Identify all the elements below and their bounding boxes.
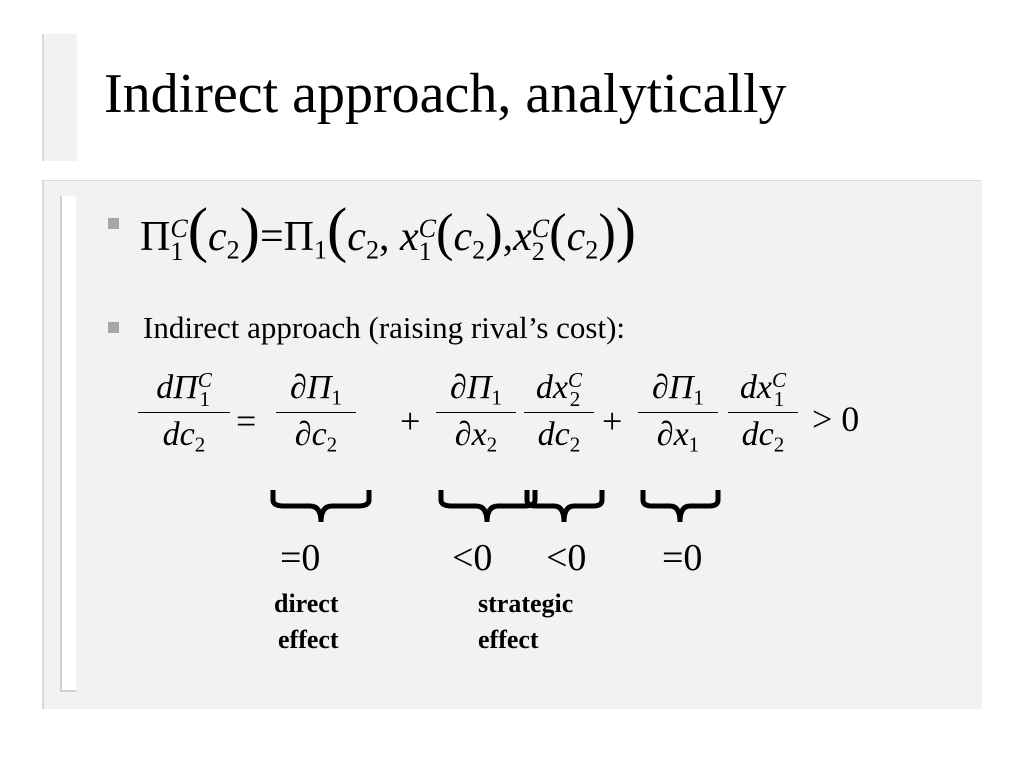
label-direct: direct effect [274,589,339,654]
plus-sign-1: + [400,401,421,441]
underbrace-last [640,490,721,523]
fraction-partial-x2: ∂Π1 ∂x2 [436,368,516,457]
underbrace-direct [270,490,372,523]
greater-than-zero: > 0 [812,399,860,439]
slide-title: Indirect approach, analytically [104,63,787,125]
content-accent-line [60,196,76,692]
value-strategic-2: <0 [546,537,587,579]
value-direct: =0 [280,537,321,579]
bullet-marker-2 [108,322,119,333]
plus-sign-2: + [602,401,623,441]
title-accent-bar [42,34,77,161]
equals-sign: = [236,401,257,441]
value-strategic-1: <0 [452,537,493,579]
fraction-partial-x1: ∂Π1 ∂x1 [638,368,718,457]
underbrace-strategic-1 [438,490,538,523]
content-panel [42,180,982,709]
bullet-marker-1 [108,218,119,229]
fraction-direct: ∂Π1 ∂c2 [276,368,356,457]
bullet-text-indirect-approach: Indirect approach (raising rival’s cost)… [143,310,626,345]
label-strategic: strategic effect [478,589,574,654]
value-last: =0 [662,537,703,579]
underbrace-strategic-2 [524,490,605,523]
